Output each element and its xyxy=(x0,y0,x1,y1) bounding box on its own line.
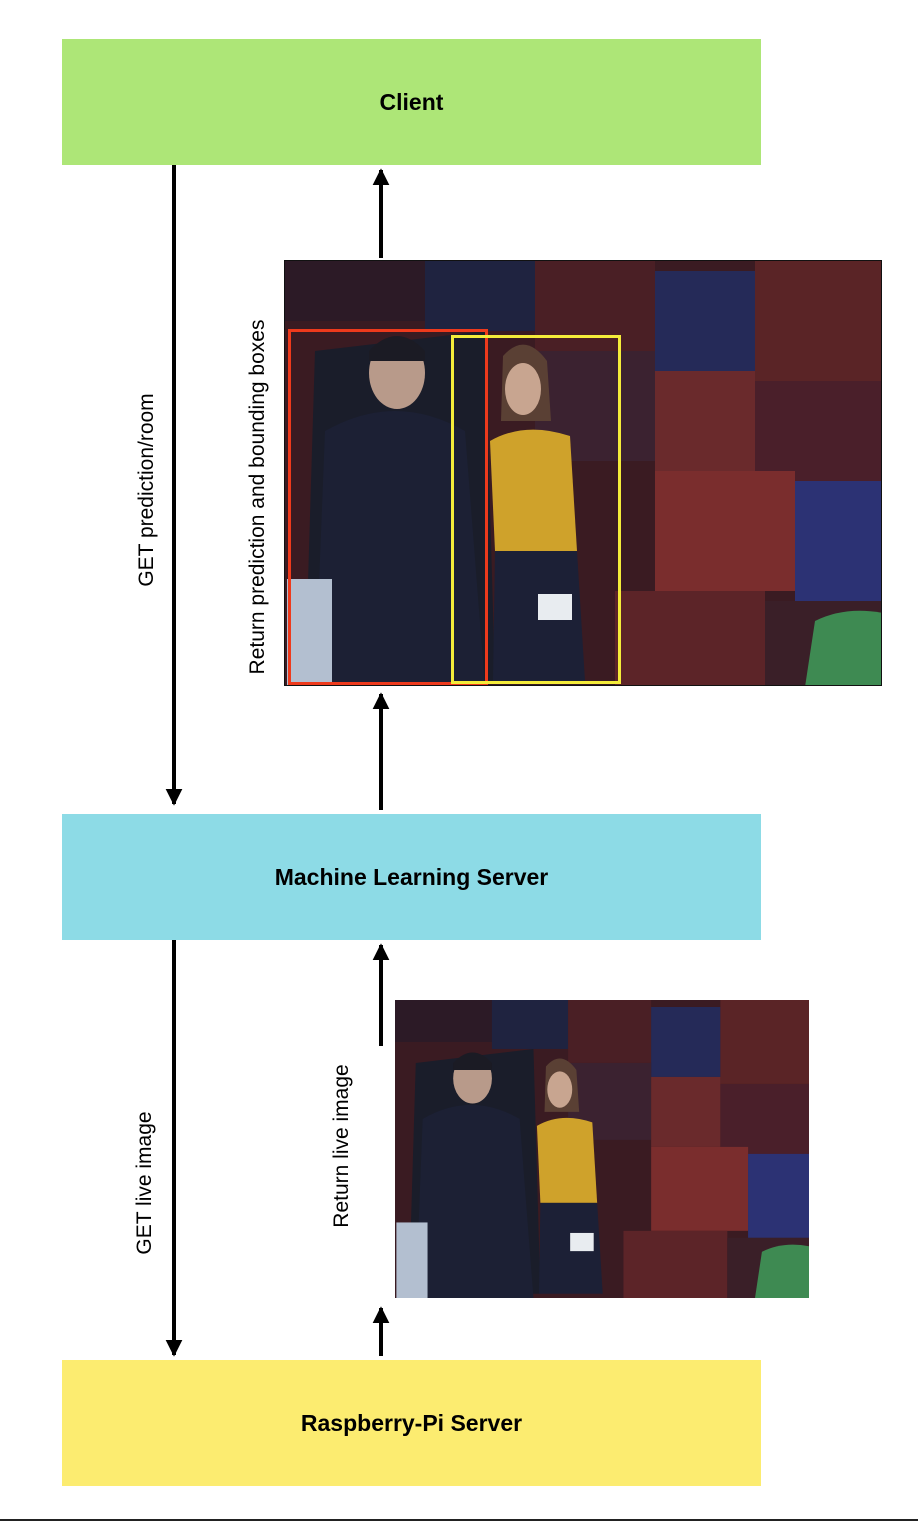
return-prediction-label: Return prediction and bounding boxes xyxy=(246,319,269,675)
machine-learning-server-label: Machine Learning Server xyxy=(274,863,549,890)
bounding-box-person-1 xyxy=(288,329,488,685)
live-camera-image xyxy=(395,1000,809,1298)
raspberry-pi-server-label: Raspberry-Pi Server xyxy=(300,1409,523,1436)
get-prediction-label: GET prediction/room xyxy=(135,393,158,587)
bottom-divider xyxy=(0,1519,918,1521)
client-node: Client xyxy=(62,39,761,165)
machine-learning-server-node: Machine Learning Server xyxy=(62,814,761,940)
annotated-camera-image xyxy=(284,260,882,686)
bounding-box-person-2 xyxy=(451,335,621,684)
raspberry-pi-server-node: Raspberry-Pi Server xyxy=(62,1360,761,1486)
return-live-image-label: Return live image xyxy=(330,1064,353,1228)
get-live-image-label: GET live image xyxy=(133,1111,156,1255)
client-label: Client xyxy=(379,88,444,115)
live-scene xyxy=(395,1000,809,1298)
